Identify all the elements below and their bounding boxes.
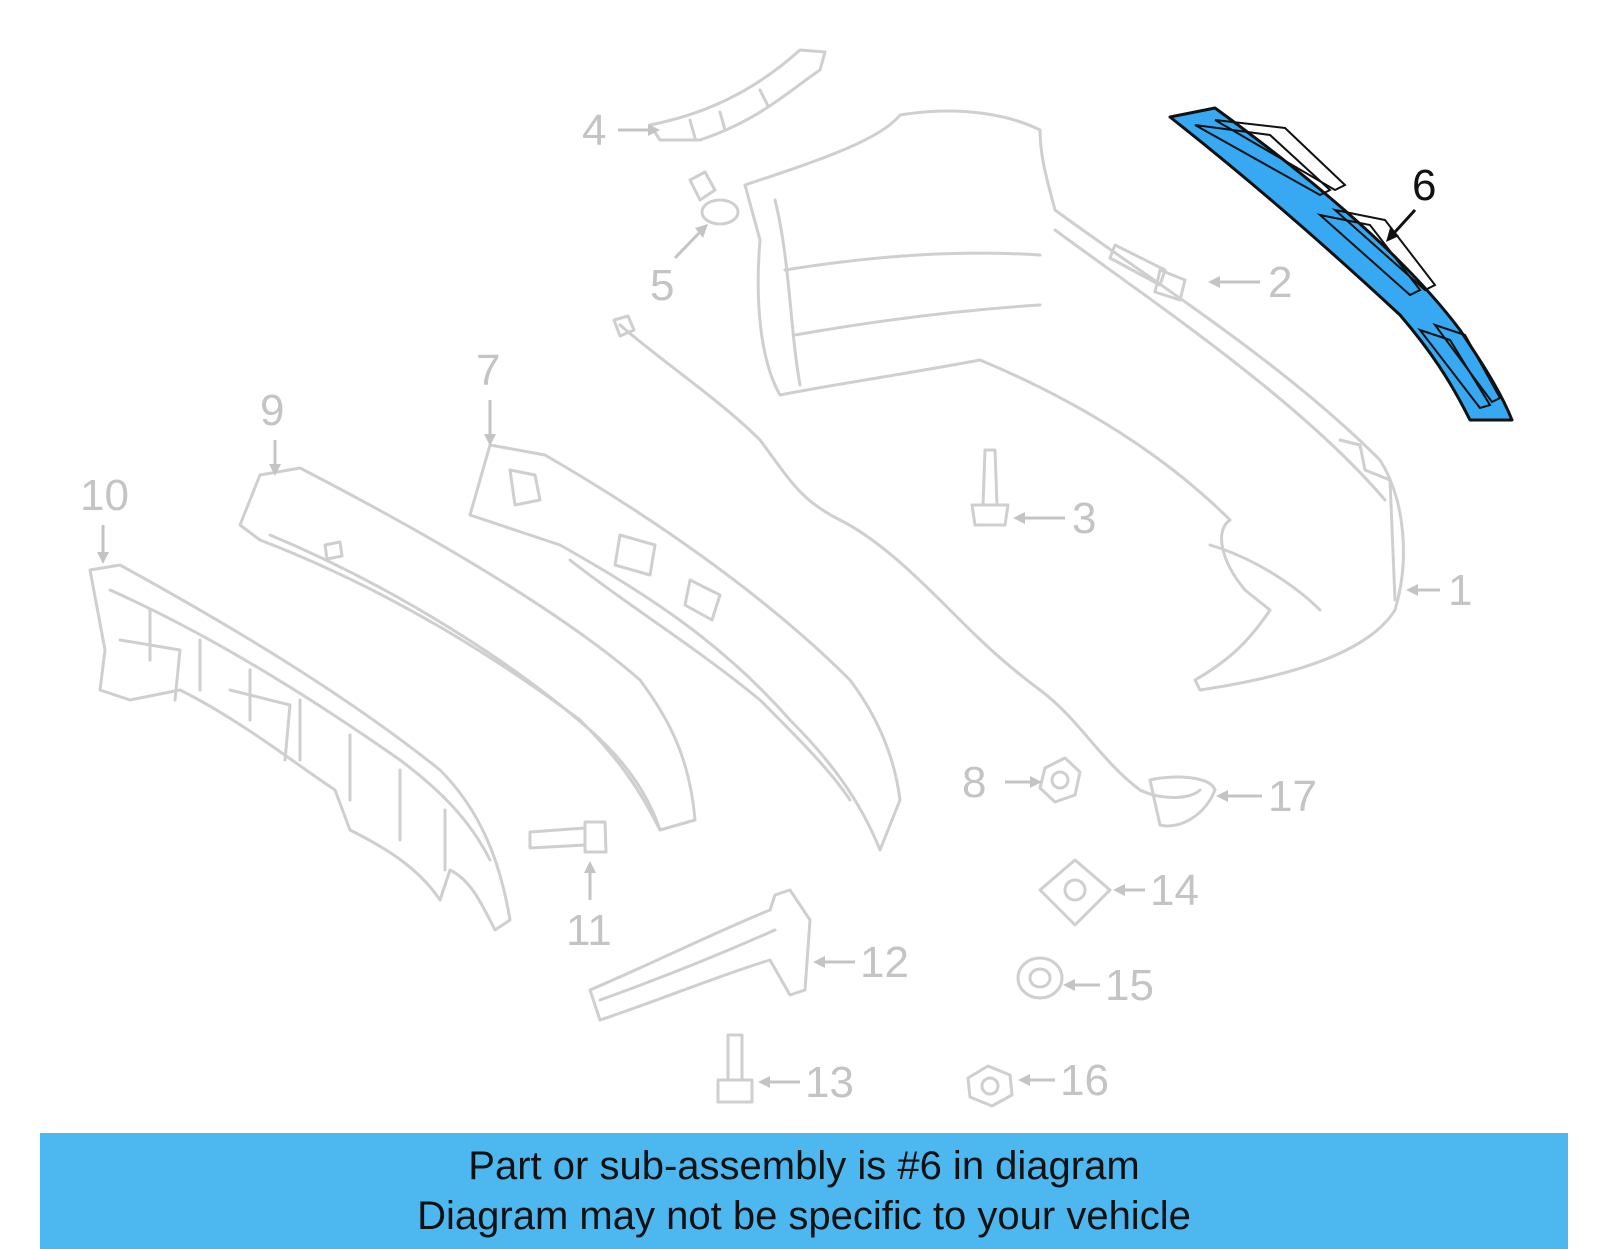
- part-13-bolt: [716, 1033, 754, 1104]
- callout-8: 8: [962, 758, 986, 807]
- callout-7: 7: [476, 346, 500, 395]
- part-9-beam: [238, 466, 697, 832]
- callout-10: 10: [80, 471, 129, 520]
- part-6-step-pad: [1168, 106, 1514, 422]
- callout-12: 12: [860, 938, 909, 987]
- callout-5: 5: [650, 261, 674, 310]
- callout-arrows: [97, 124, 1440, 1088]
- callout-2: 2: [1268, 258, 1292, 307]
- part-10-support: [88, 563, 512, 932]
- callout-16: 16: [1060, 1056, 1109, 1105]
- callout-6: 6: [1412, 161, 1436, 210]
- callout-labels: 1 2 3 4 5 6 7 8 9 10 11 12 13 14 15 16 1…: [80, 106, 1472, 1107]
- part-14-clip-nut: [1038, 858, 1112, 927]
- callout-15: 15: [1105, 961, 1154, 1010]
- banner-line-disclaimer: Diagram may not be specific to your vehi…: [417, 1194, 1191, 1238]
- part-3-screw: [970, 448, 1010, 527]
- callout-9: 9: [260, 386, 284, 435]
- info-banner: Part or sub-assembly is #6 in diagram Di…: [40, 1133, 1568, 1249]
- part-1-bumper-cover: [743, 109, 1405, 692]
- callout-4: 4: [582, 106, 606, 155]
- part-17-harness: [612, 314, 1217, 828]
- part-16-nut: [966, 1064, 1014, 1108]
- part-2-bolt: [1108, 243, 1187, 302]
- part-8-nut: [1038, 756, 1082, 804]
- callout-13: 13: [805, 1058, 854, 1107]
- part-15-washer: [1016, 956, 1064, 1000]
- part-12-bracket: [588, 888, 812, 1022]
- callout-1: 1: [1448, 566, 1472, 615]
- callout-11: 11: [566, 906, 612, 955]
- callout-14: 14: [1150, 866, 1199, 915]
- banner-line-part: Part or sub-assembly is #6 in diagram: [468, 1144, 1140, 1188]
- callout-3: 3: [1072, 494, 1096, 543]
- part-5-clip: [688, 170, 740, 226]
- callout-17: 17: [1268, 772, 1317, 821]
- part-11-screw: [528, 820, 608, 854]
- part-7-absorber: [468, 443, 902, 852]
- part-4-bracket: [648, 48, 827, 142]
